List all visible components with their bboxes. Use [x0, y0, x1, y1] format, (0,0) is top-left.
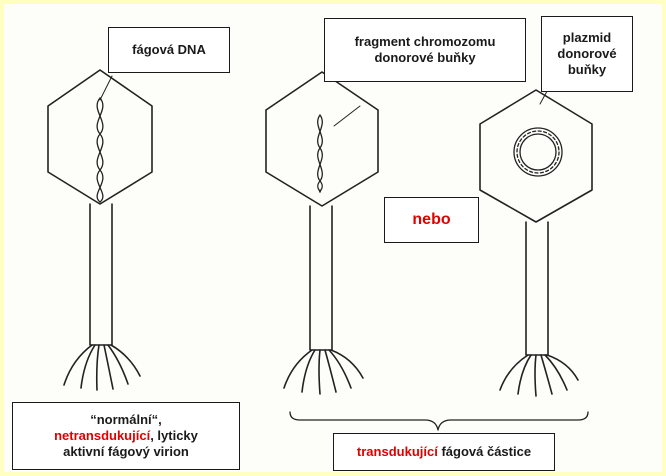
label-phage-dna: fágová DNA — [108, 27, 230, 73]
label-plasmid-line1: plazmid — [563, 30, 611, 46]
label-normal-rest: , lyticky — [150, 428, 198, 443]
phage-1-tail-fibers — [64, 345, 140, 390]
phage-2-pointer — [334, 106, 360, 126]
phage-3-tail — [526, 222, 548, 355]
phage-1-tail — [90, 204, 112, 345]
label-normal-line3: aktivní fágový virion — [63, 444, 189, 460]
phage-1-capsid — [48, 70, 152, 204]
phage-3-capsid — [480, 90, 592, 222]
phage-2-fragment — [266, 72, 378, 394]
label-fragment-line2: donorové buňky — [374, 50, 475, 66]
phage-3-plasmid-ring — [514, 128, 562, 176]
label-normal-line1: “normální“, — [90, 412, 162, 428]
label-fragment-line1: fragment chromozomu — [355, 34, 496, 50]
phage-1-pointer — [100, 76, 112, 100]
phage-1-dna — [97, 98, 103, 202]
phage-2-tail-fibers — [284, 350, 363, 394]
phage-3-tail-fibers — [500, 355, 578, 396]
label-nebo-text: nebo — [412, 212, 450, 228]
phage-2-dna-fragment — [318, 115, 323, 192]
label-transducing-rest: fágová částice — [438, 444, 531, 459]
label-nebo: nebo — [384, 197, 479, 243]
label-transducing-red: transdukující — [357, 444, 438, 459]
label-plasmid-line2: donorové — [557, 46, 616, 62]
phage-2-tail — [310, 206, 332, 350]
label-transducing-particle: transdukující fágová částice — [333, 433, 555, 471]
label-normal-virion: “normální“, netransdukující, lyticky akt… — [12, 402, 240, 470]
label-plasmid-line3: buňky — [568, 62, 606, 78]
label-normal-line2: netransdukující, lyticky — [54, 428, 198, 444]
transducing-brace — [290, 412, 588, 430]
label-phage-dna-text: fágová DNA — [132, 42, 206, 58]
label-plasmid: plazmid donorové buňky — [541, 16, 633, 92]
label-normal-red: netransdukující — [54, 428, 150, 443]
label-transducing-line: transdukující fágová částice — [357, 444, 531, 460]
label-chromosome-fragment: fragment chromozomu donorové buňky — [324, 18, 526, 82]
phage-3-plasmid — [480, 82, 592, 396]
phage-1-normal — [48, 70, 152, 390]
